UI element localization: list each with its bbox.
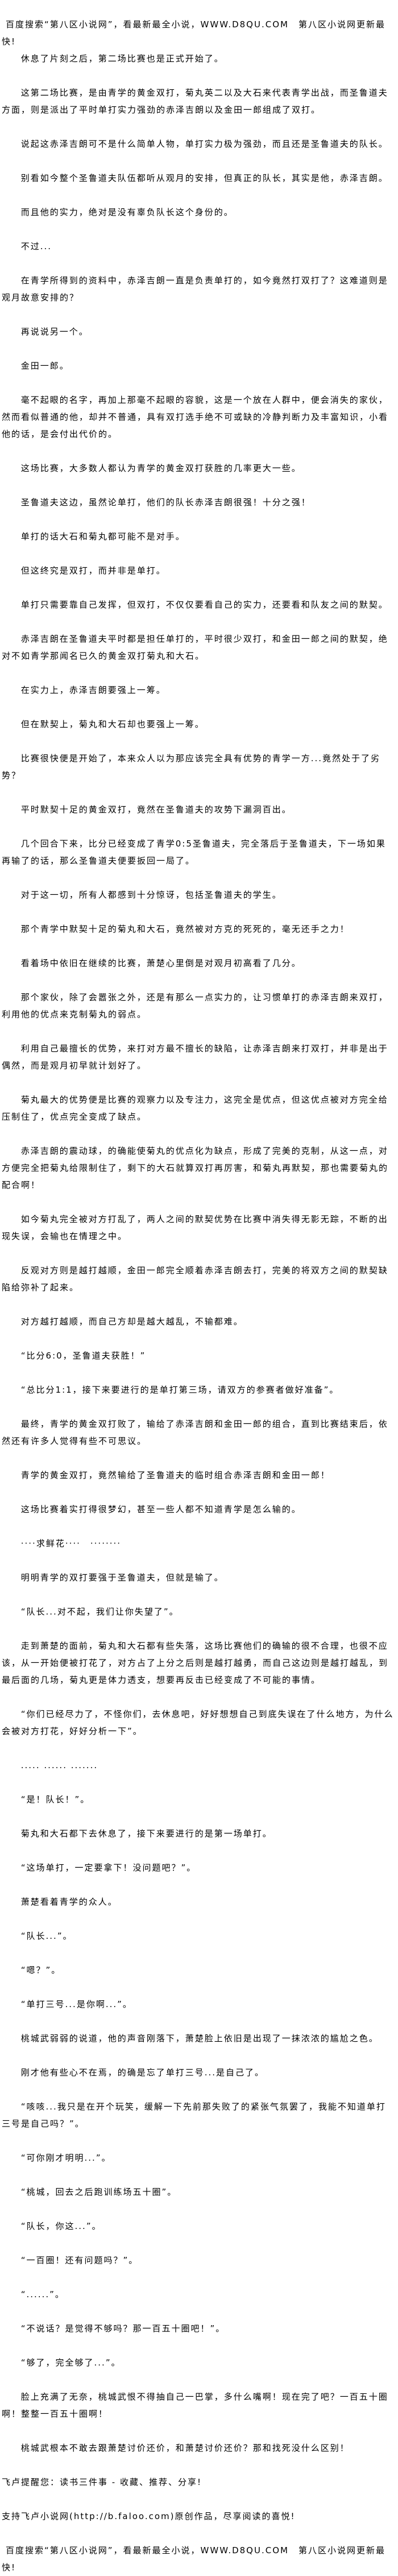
paragraph: 最终，青学的黄金双打败了，输给了赤泽吉朗和金田一郎的组合，直到比赛结束后，依然还… (2, 1419, 388, 1446)
site-banner-bottom: 百度搜索“第八区小说网”，看最新最全小说，WWW.D8QU.COM 第八区小说网… (2, 2545, 385, 2573)
paragraph: 平时默契十足的黄金双打，竟然在圣鲁道夫的攻势下漏洞百出。 (20, 804, 292, 815)
paragraph: “队长...”。 (20, 1931, 73, 1941)
paragraph: “一百圈！还有问题吗？”。 (20, 2255, 139, 2265)
paragraph: “可你刚才明明...”。 (20, 2153, 111, 2163)
paragraph: “队长...对不起，我们让你失望了”。 (20, 1607, 179, 1617)
paragraph: 赤泽吉朗在圣鲁道夫平时都是担任单打的，平时很少双打，和金田一郎之间的默契，绝对不… (2, 634, 388, 661)
paragraph: 单打的话大石和菊丸都可能不是对手。 (20, 531, 185, 542)
paragraph: “单打三号...是你啊...”。 (20, 1999, 132, 2009)
paragraph: ····求鲜花···· ········ (20, 1538, 122, 1549)
paragraph: 萧楚看着青学的众人。 (20, 1897, 118, 1907)
paragraph: 几个回合下来，比分已经变成了青学0:5圣鲁道夫，完全落后于圣鲁道夫，下一场如果再… (2, 839, 386, 866)
paragraph: 这第二场比赛，是由青学的黄金双打，菊丸英二以及大石来代表青学出战，而圣鲁道夫方面… (2, 88, 388, 115)
paragraph: 如今菊丸完全被对方打乱了，两人之间的默契优势在比赛中消失得无影无踪，不断的出现失… (2, 1214, 388, 1241)
paragraph: “这场单打，一定要拿下！没问题吧？”。 (20, 1863, 197, 1873)
faloo-support-notice: 支持飞卢小说网(http://b.faloo.com)原创作品，尽享阅读的喜悦! (2, 2511, 296, 2521)
paragraph: “队长，你这...”。 (20, 2221, 102, 2231)
paragraph: 对于这一切，所有人都感到十分惊讶，包括圣鲁道夫的学生。 (20, 890, 282, 900)
paragraph: 菊丸和大石都下去休息了，接下来要进行的是第一场单打。 (20, 1828, 272, 1839)
paragraph: 但在默契上，菊丸和大石却也要强上一筹。 (20, 719, 205, 729)
site-banner-top: 百度搜索“第八区小说网”，看最新最全小说，WWW.D8QU.COM 第八区小说网… (2, 19, 385, 47)
paragraph: “不说话？是觉得不够吗？那一百五十圈吧！”。 (20, 2323, 226, 2334)
paragraph: 那个家伙，除了会嚣张之外，还是有那么一点实力的，让习惯单打的赤泽吉朗来双打，利用… (2, 992, 388, 1019)
paragraph: 那个青学中默契十足的菊丸和大石，竟然被对方克的死死的，毫无还手之力！ (20, 924, 350, 934)
paragraph: ..... ...... ....... (20, 1760, 98, 1770)
paragraph: 看着场中依旧在继续的比赛，萧楚心里倒是对观月初高看了几分。 (20, 958, 301, 968)
paragraph: 刚才他有些心不在焉，的确是忘了单打三号...是自己了。 (20, 2067, 265, 2078)
paragraph: “够了，完全够了...”。 (20, 2358, 121, 2368)
chapter-body: 休息了片刻之后，第二场比赛也是正式开始了。这第二场比赛，是由青学的黄金双打，菊丸… (2, 50, 394, 2457)
paragraph: 这场比赛着实打得很梦幻，甚至一些人都不知道青学是怎么输的。 (20, 1504, 301, 1514)
paragraph: 赤泽吉朗的震动球，的确能使菊丸的优点化为缺点，形成了完美的克制，从这一点，对方便… (2, 1146, 389, 1190)
paragraph: 单打只需要靠自己发挥，但双打，不仅仅要看自己的实力，还要看和队友之间的默契。 (20, 600, 388, 610)
paragraph: 不过... (20, 241, 52, 251)
paragraph: 这场比赛，大多数人都认为青学的黄金双打获胜的几率更大一些。 (20, 463, 301, 473)
paragraph: “桃城，回去之后跑训练场五十圈”。 (20, 2187, 177, 2197)
paragraph: 脸上充满了无奈，桃城武恨不得抽自己一巴掌，多什么嘴啊！现在完了吧？一百五十圈啊！… (2, 2392, 388, 2419)
paragraph: “比分6:0，圣鲁道夫获胜！” (20, 1351, 146, 1361)
paragraph: 菊丸最大的优势便是比赛的观察力以及专注力，这完全是优点，但这优点被对方完全给压制… (2, 1095, 388, 1122)
paragraph: 在青学所得到的资料中，赤泽吉朗一直是负责单打的，如今竟然打双打了？这难道则是观月… (2, 275, 388, 303)
paragraph: 而且他的实力，绝对是没有辜负队长这个身份的。 (20, 207, 234, 217)
paragraph: 别看如今整个圣鲁道夫队伍都听从观月的安排，但真正的队长，其实是他，赤泽吉朗。 (20, 173, 388, 183)
paragraph: “是！队长！”。 (20, 1794, 90, 1805)
faloo-reminder: 飞卢提醒您：读书三件事 - 收藏、推荐、分享! (2, 2477, 202, 2487)
paragraph: 比赛很快便是开始了，本来众人以为那应该完全具有优势的青学一方...竟然处于了劣势… (2, 753, 381, 781)
paragraph: 圣鲁道夫这边，虽然论单打，他们的队长赤泽吉朗很强！十分之强！ (20, 497, 311, 507)
paragraph: 利用自己最擅长的优势，来打对方最不擅长的缺陷，让赤泽吉朗来打双打，并非是出于偶然… (2, 1043, 388, 1071)
paragraph: 桃城武弱弱的说道，他的声音刚落下，萧楚脸上依旧是出现了一抹浓浓的尴尬之色。 (20, 2033, 379, 2044)
paragraph: “你们已经尽力了，不怪你们，去休息吧，好好想想自己到底失误在了什么地方，为什么会… (2, 1709, 394, 1736)
paragraph: “......”。 (20, 2289, 65, 2300)
paragraph: 在实力上，赤泽吉朗要强上一筹。 (20, 685, 166, 695)
paragraph: 但这终究是双打，而并非是单打。 (20, 565, 166, 576)
paragraph: “总比分1:1，接下来要进行的是单打第三场，请双方的参赛者做好准备”。 (20, 1385, 339, 1395)
paragraph: 走到萧楚的面前，菊丸和大石都有些失落，这场比赛他们的确输的很不合理，也很不应该，… (2, 1641, 389, 1685)
paragraph: 青学的黄金双打，竟然输给了圣鲁道夫的临时组合赤泽吉朗和金田一郎！ (20, 1470, 330, 1480)
paragraph: “嗯？”。 (20, 1965, 61, 1975)
paragraph: 休息了片刻之后，第二场比赛也是正式开始了。 (20, 53, 224, 64)
paragraph: 明明青学的双打要强于圣鲁道夫，但就是输了。 (20, 1572, 224, 1583)
paragraph: 毫不起眼的名字，再加上那毫不起眼的容貌，这是一个放在人群中，便会消失的家伙，然而… (2, 395, 389, 439)
paragraph: 桃城武根本不敢去跟萧楚讨价还价，和萧楚讨价还价？那和找死没什么区别！ (20, 2443, 350, 2453)
paragraph: 再说说另一个。 (20, 327, 89, 337)
paragraph: 对方越打越顺，而自己方却是越大越乱，不输都难。 (20, 1316, 243, 1327)
paragraph: 说起这赤泽吉朗可不是什么简单人物，单打实力极为强劲，而且还是圣鲁道夫的队长。 (20, 139, 388, 149)
paragraph: 反观对方则是越打越顺，金田一郎完全顺着赤泽吉朗去打，完美的将双方之间的默契缺陷给… (2, 1265, 388, 1293)
paragraph: “咳咳...我只是在开个玩笑，缓解一下先前那失败了的紧张气氛罢了，我能不知道单打… (2, 2102, 386, 2129)
paragraph: 金田一郎。 (20, 361, 69, 371)
